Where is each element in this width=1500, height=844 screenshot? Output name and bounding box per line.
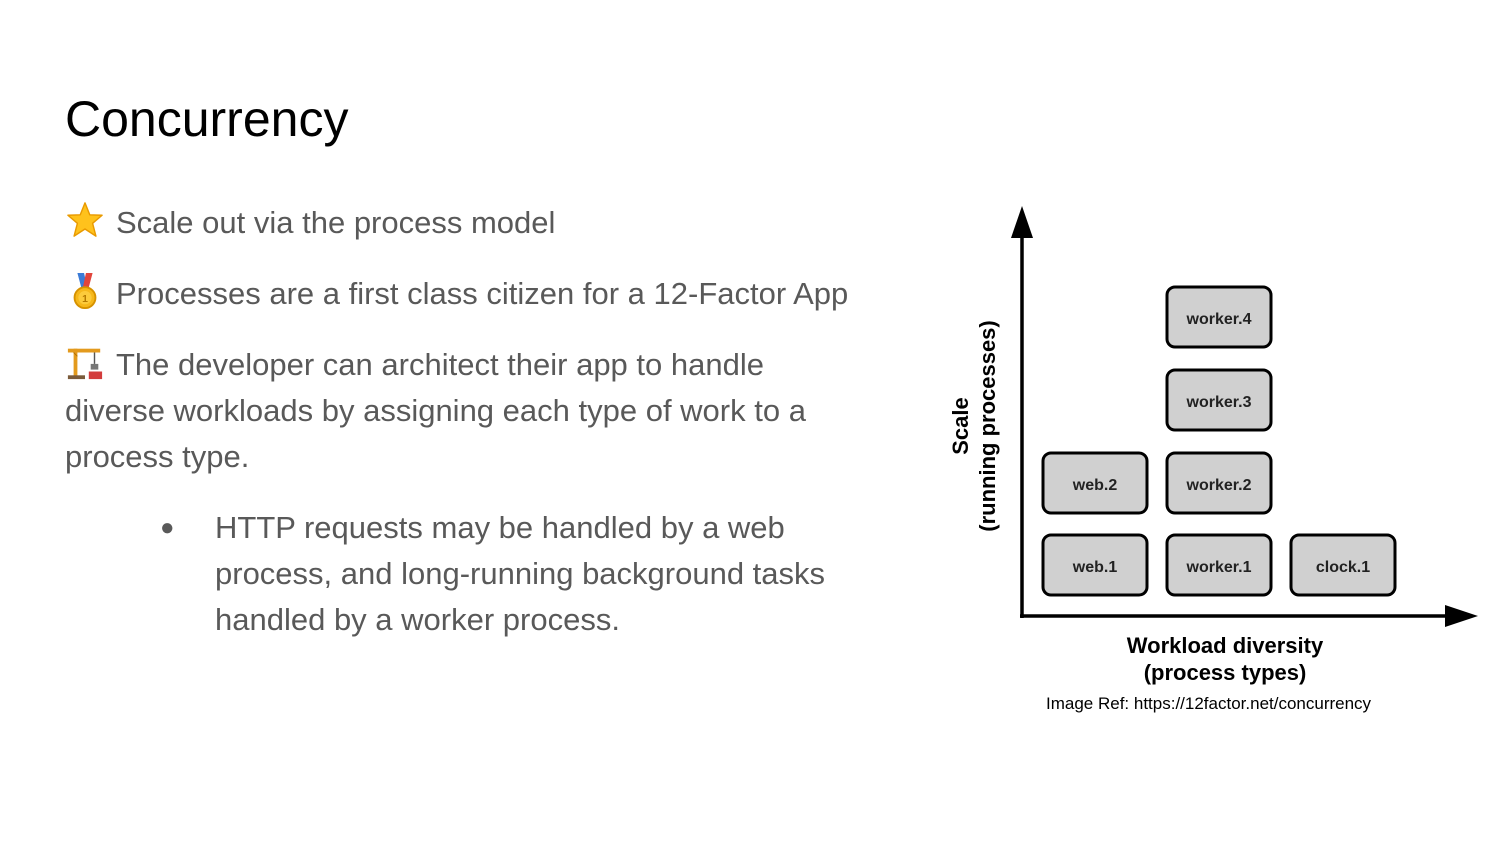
box-clock-1: clock.1 [1289,533,1397,597]
box-web-2: web.2 [1041,451,1149,515]
slide-title: Concurrency [65,91,349,147]
y-axis-arrow [1011,206,1033,238]
point-processes: 1 Processes are a first class citizen fo… [65,271,848,317]
box-worker-3: worker.3 [1165,368,1273,432]
box-label: clock.1 [1316,559,1370,576]
x-axis-label-2: (process types) [1144,660,1307,685]
bullet-marker: ● [160,514,175,541]
point-line: The developer can architect their app to… [65,342,895,388]
point-text-line-2: diverse workloads by assigning each type… [65,393,806,428]
crane-icon [65,343,105,381]
box-worker-4: worker.4 [1165,285,1273,349]
point-text: Processes are a first class citizen for … [116,276,849,311]
box-label: web.1 [1072,559,1118,576]
x-axis-arrow [1445,605,1478,627]
box-label: worker.4 [1186,311,1252,328]
point-architect: The developer can architect their app to… [65,342,895,480]
sub-bullet-line-2: process, and long-running background tas… [215,556,826,591]
x-axis-label-1: Workload diversity [1127,633,1324,658]
box-worker-1: worker.1 [1165,533,1273,597]
box-label: web.2 [1072,477,1118,494]
point-text-line-3: process type. [65,439,250,474]
sub-bullet-line-1: HTTP requests may be handled by a web [215,510,785,545]
medal-icon: 1 [65,272,105,310]
point-text: Scale out via the process model [116,205,556,240]
image-reference-caption: Image Ref: https://12factor.net/concurre… [1046,694,1372,713]
box-label: worker.1 [1186,559,1252,576]
box-label: worker.3 [1186,394,1252,411]
svg-text:1: 1 [82,294,88,305]
box-label: worker.2 [1186,477,1252,494]
star-icon [65,201,105,239]
y-axis-label-1: Scale [948,397,973,455]
box-worker-2: worker.2 [1165,451,1273,515]
y-axis-label-2: (running processes) [975,320,1000,531]
box-web-1: web.1 [1041,533,1149,597]
point-text-line-1: The developer can architect their app to… [116,347,764,382]
sub-bullet-line-3: handled by a worker process. [215,602,620,637]
point-scale-out: Scale out via the process model [65,200,555,246]
concurrency-diagram: Scale (running processes) Workload diver… [948,206,1478,685]
sub-bullet: HTTP requests may be handled by a web pr… [215,505,915,643]
